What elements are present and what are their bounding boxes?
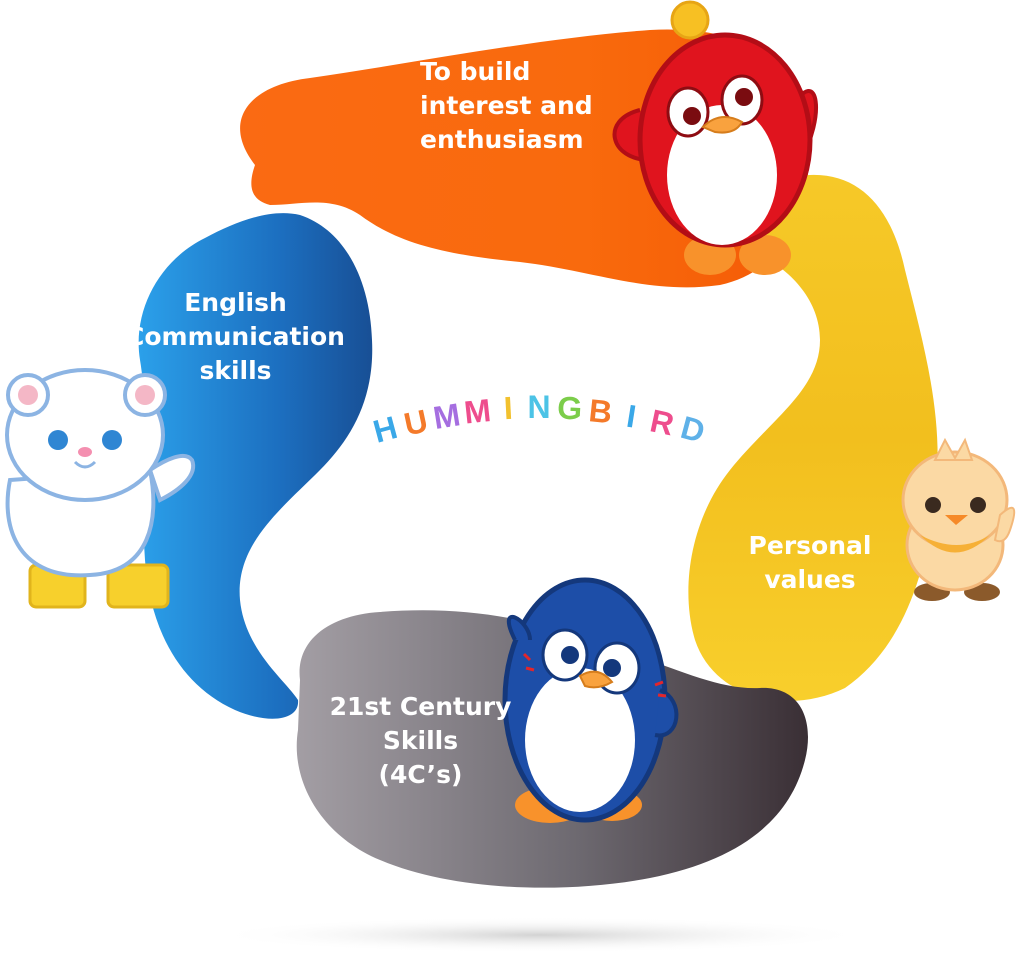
logo-letter: M (431, 396, 463, 436)
segment-gray-label: 21st Century Skills (4C’s) (329, 692, 512, 789)
segment-yellow-ribbon (688, 174, 938, 701)
logo-letter: N (527, 389, 550, 425)
logo-letter: I (503, 390, 514, 426)
logo-letter: R (647, 402, 677, 442)
ground-shadow (210, 917, 870, 953)
logo-letter: I (624, 398, 638, 435)
logo-letter: M (462, 392, 492, 431)
segment-blue-ribbon (138, 213, 373, 719)
polar-bear-mascot (5, 368, 196, 609)
logo-letter: D (677, 409, 709, 450)
logo-letter: B (587, 392, 614, 430)
logo-letter: U (401, 402, 431, 442)
blue-penguin-mascot (502, 577, 679, 823)
logo-letter: G (556, 389, 583, 426)
segment-blue-label: English Communication skills (126, 288, 345, 385)
segment-yellow-label: Personal values (748, 531, 872, 594)
red-penguin-mascot (612, 0, 818, 275)
chick-mascot (901, 437, 1016, 601)
segment-orange-label: To build interest and enthusiasm (420, 57, 593, 154)
logo-letter: H (369, 409, 401, 450)
